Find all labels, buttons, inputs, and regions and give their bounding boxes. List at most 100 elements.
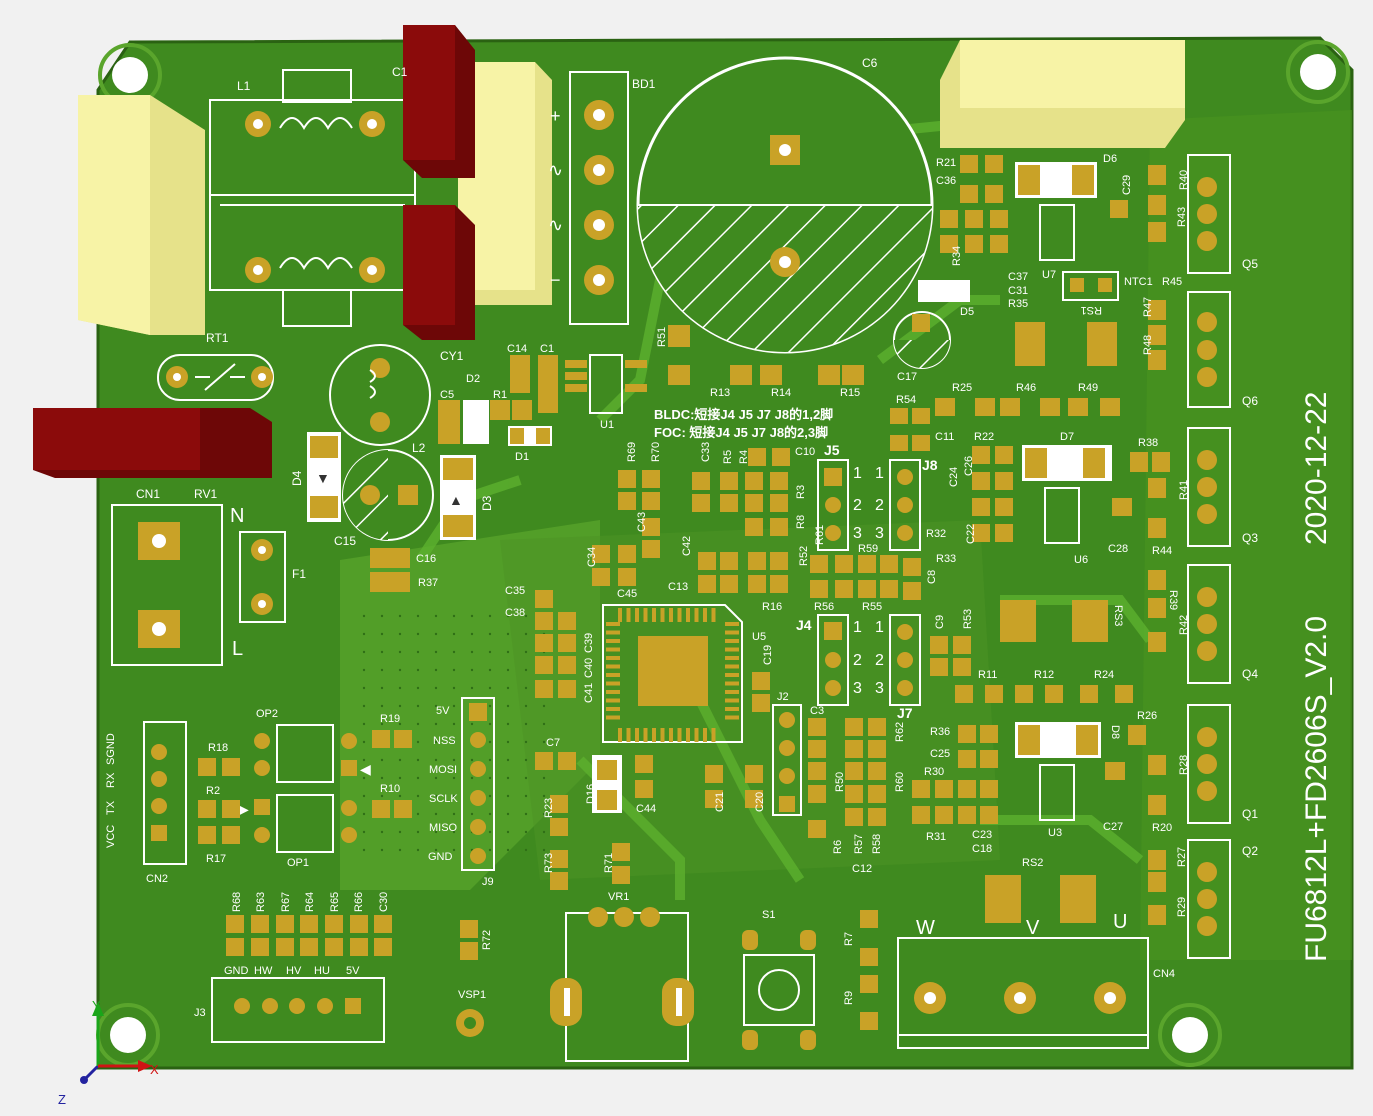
u5-pins: [606, 608, 739, 742]
label-c43: C43: [636, 512, 648, 532]
u5-mcu: [602, 604, 743, 743]
red-capacitor-top: [403, 25, 475, 178]
label-r12: R12: [1034, 669, 1054, 681]
u5-pin: [606, 647, 620, 652]
label-u5: U5: [752, 631, 766, 643]
f1-fuse: [239, 531, 286, 623]
label-r8: R8: [795, 515, 807, 529]
j5-pin3: 3: [853, 525, 862, 542]
label-r28: R28: [1178, 755, 1190, 775]
u5-pin: [725, 630, 739, 635]
svg-text:▲: ▲: [449, 492, 463, 508]
q2-block: [985, 839, 1231, 959]
r62-r60-block: [845, 718, 886, 826]
label-r45: R45: [1162, 276, 1182, 288]
label-n: N: [230, 505, 244, 527]
label-c12: C12: [852, 863, 872, 875]
label-r19: R19: [380, 713, 400, 725]
u5-pin: [643, 728, 648, 742]
u5-pin: [703, 608, 707, 622]
u5-pin: [606, 630, 620, 635]
axis-y-label: Y: [92, 998, 101, 1013]
vr1-potentiometer: [550, 907, 694, 1062]
label-r51: R51: [656, 327, 668, 347]
d2-d1-area: [438, 355, 558, 446]
label-u6: U6: [1074, 554, 1088, 566]
label-d7: D7: [1060, 431, 1074, 443]
label-d2: D2: [466, 373, 480, 385]
d3-diode: ▲: [440, 455, 476, 540]
label-c33: C33: [700, 442, 712, 462]
label-c37: C37: [1008, 271, 1028, 283]
label-r14: R14: [771, 387, 791, 399]
label-r72: R72: [481, 930, 493, 950]
label-rs3: RS3: [1112, 605, 1124, 626]
label-r43: R43: [1176, 207, 1188, 227]
j9-pin-nss: NSS: [433, 735, 456, 747]
label-r63: R63: [255, 892, 267, 912]
u5-pin: [703, 728, 707, 742]
label-r26: R26: [1137, 710, 1157, 722]
j7-pin3: 3: [875, 680, 884, 697]
u5-pin: [711, 728, 716, 742]
jumper-j4: [817, 614, 849, 706]
copper-pour-right: [1140, 110, 1352, 960]
label-r62: R62: [894, 722, 906, 742]
cn4-motor-terminal: [897, 937, 1149, 1049]
label-cn2: CN2: [146, 873, 168, 885]
label-r36: R36: [930, 726, 950, 738]
cn2-pin-tx: TX: [105, 800, 117, 815]
label-c41: C41: [583, 683, 595, 703]
u5-pin: [606, 698, 620, 703]
j8-pin3: 3: [875, 525, 884, 542]
jumper-j5: [817, 459, 849, 551]
label-r15: R15: [840, 387, 860, 399]
svg-text:▼: ▼: [316, 470, 330, 486]
u5-pin: [606, 673, 620, 677]
label-r30: R30: [924, 766, 944, 778]
label-r61: R61: [814, 525, 826, 545]
via-field: [360, 600, 560, 860]
red-capacitor-mid: [403, 205, 475, 340]
j7-pin1: 1: [875, 619, 884, 636]
label-rv1: RV1: [194, 487, 217, 501]
label-r68: R68: [231, 892, 243, 912]
label-c24: C24: [948, 467, 960, 487]
label-r17: R17: [206, 853, 226, 865]
j5-pin1: 1: [853, 465, 862, 482]
j7-pin2: 2: [875, 652, 884, 669]
label-r54: R54: [896, 394, 916, 406]
u5-pin: [725, 656, 739, 660]
cn2-pin-vcc: VCC: [105, 825, 117, 848]
u5-pin: [618, 608, 622, 622]
rt1-thermistor: [157, 354, 274, 401]
label-r34: R34: [951, 246, 963, 266]
label-c30: C30: [378, 892, 390, 912]
j3-pin-hv: HV: [286, 965, 302, 977]
u5-pin: [725, 681, 739, 686]
label-cy1: CY1: [440, 349, 464, 363]
u5-pin: [606, 656, 620, 660]
j8-pin2: 2: [875, 497, 884, 514]
label-c42: C42: [681, 536, 693, 556]
label-r57: R57: [853, 834, 865, 854]
label-r9: R9: [843, 991, 855, 1005]
label-j4: J4: [796, 617, 812, 633]
x-capacitor-mid: [458, 62, 552, 305]
label-w: W: [916, 917, 935, 939]
label-c6: C6: [862, 56, 878, 70]
label-r69: R69: [626, 442, 638, 462]
u5-pin: [725, 622, 739, 626]
j8-pin1: 1: [875, 465, 884, 482]
u5-pin: [725, 698, 739, 703]
cn1-terminal: [111, 504, 223, 666]
red-capacitor-rv1: [33, 408, 272, 478]
label-c45: C45: [617, 588, 637, 600]
axis-gizmo: [80, 1002, 152, 1084]
u5-pin: [626, 728, 631, 742]
label-c15: C15: [334, 534, 356, 548]
label-r41: R41: [1178, 480, 1190, 500]
label-r23: R23: [543, 798, 555, 818]
label-d5: D5: [960, 306, 974, 318]
